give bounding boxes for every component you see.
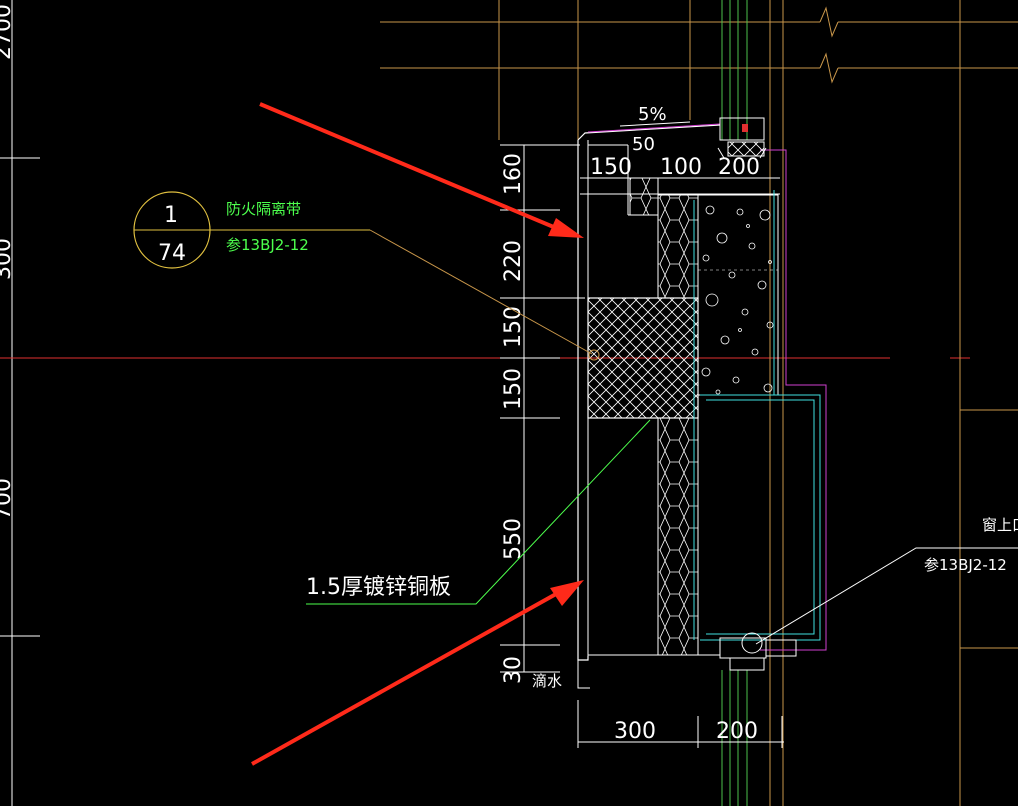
left-dim-700: 700: [0, 478, 16, 520]
dim-bottom-200: 200: [716, 719, 758, 744]
window-top-label: 窗上口: [982, 516, 1018, 534]
left-dim-300: 300: [0, 238, 16, 280]
red-arrow-icon: [251, 580, 584, 766]
left-dimension-column: 2700 300 700: [0, 0, 40, 806]
window-frame: [693, 190, 821, 641]
vdim-220: 220: [501, 240, 526, 282]
orange-grid: [380, 0, 1018, 806]
slope-label: 5%: [638, 104, 667, 125]
plate-leader: [306, 419, 651, 605]
callout-number-top: 1: [164, 203, 178, 228]
dim-bottom-300: 300: [614, 719, 656, 744]
vdim-150-b: 150: [501, 368, 526, 410]
vdim-150-a: 150: [501, 306, 526, 348]
drip-detail: [577, 660, 590, 689]
plate-label: 1.5厚镀锌铜板: [306, 575, 451, 600]
window-leader: [755, 547, 1018, 645]
vdim-160: 160: [501, 153, 526, 195]
green-frame-lines: [721, 0, 748, 806]
vdim-550: 550: [501, 518, 526, 560]
dim-top-200: 200: [718, 155, 760, 180]
red-arrow-icon: [259, 102, 584, 238]
vertical-dimension-chain: [500, 144, 585, 673]
top-window-detail: [717, 117, 767, 159]
bottom-dimension-chain: [577, 700, 784, 748]
plate-outline: [577, 124, 721, 661]
dim-top-150: 150: [590, 155, 632, 180]
callout-title: 防火隔离带: [226, 200, 301, 218]
fire-barrier: [587, 297, 699, 419]
slope-sub-label: 50: [632, 134, 655, 155]
window-ref-label: 参13BJ2-12: [924, 556, 1007, 574]
insulation-upper: [657, 194, 699, 299]
left-dim-2700: 2700: [0, 4, 16, 60]
insulation-lower: [657, 417, 699, 656]
vdim-30: 30: [501, 656, 526, 684]
callout-number-bottom: 74: [158, 241, 186, 266]
drip-label: 滴水: [532, 672, 562, 690]
magenta-outline: [760, 149, 827, 651]
detail-index-circle-icon: [133, 191, 600, 361]
concrete-beam: [697, 194, 779, 396]
bottom-window-detail: [719, 632, 797, 671]
dim-top-100: 100: [660, 155, 702, 180]
callout-ref: 参13BJ2-12: [226, 236, 309, 254]
